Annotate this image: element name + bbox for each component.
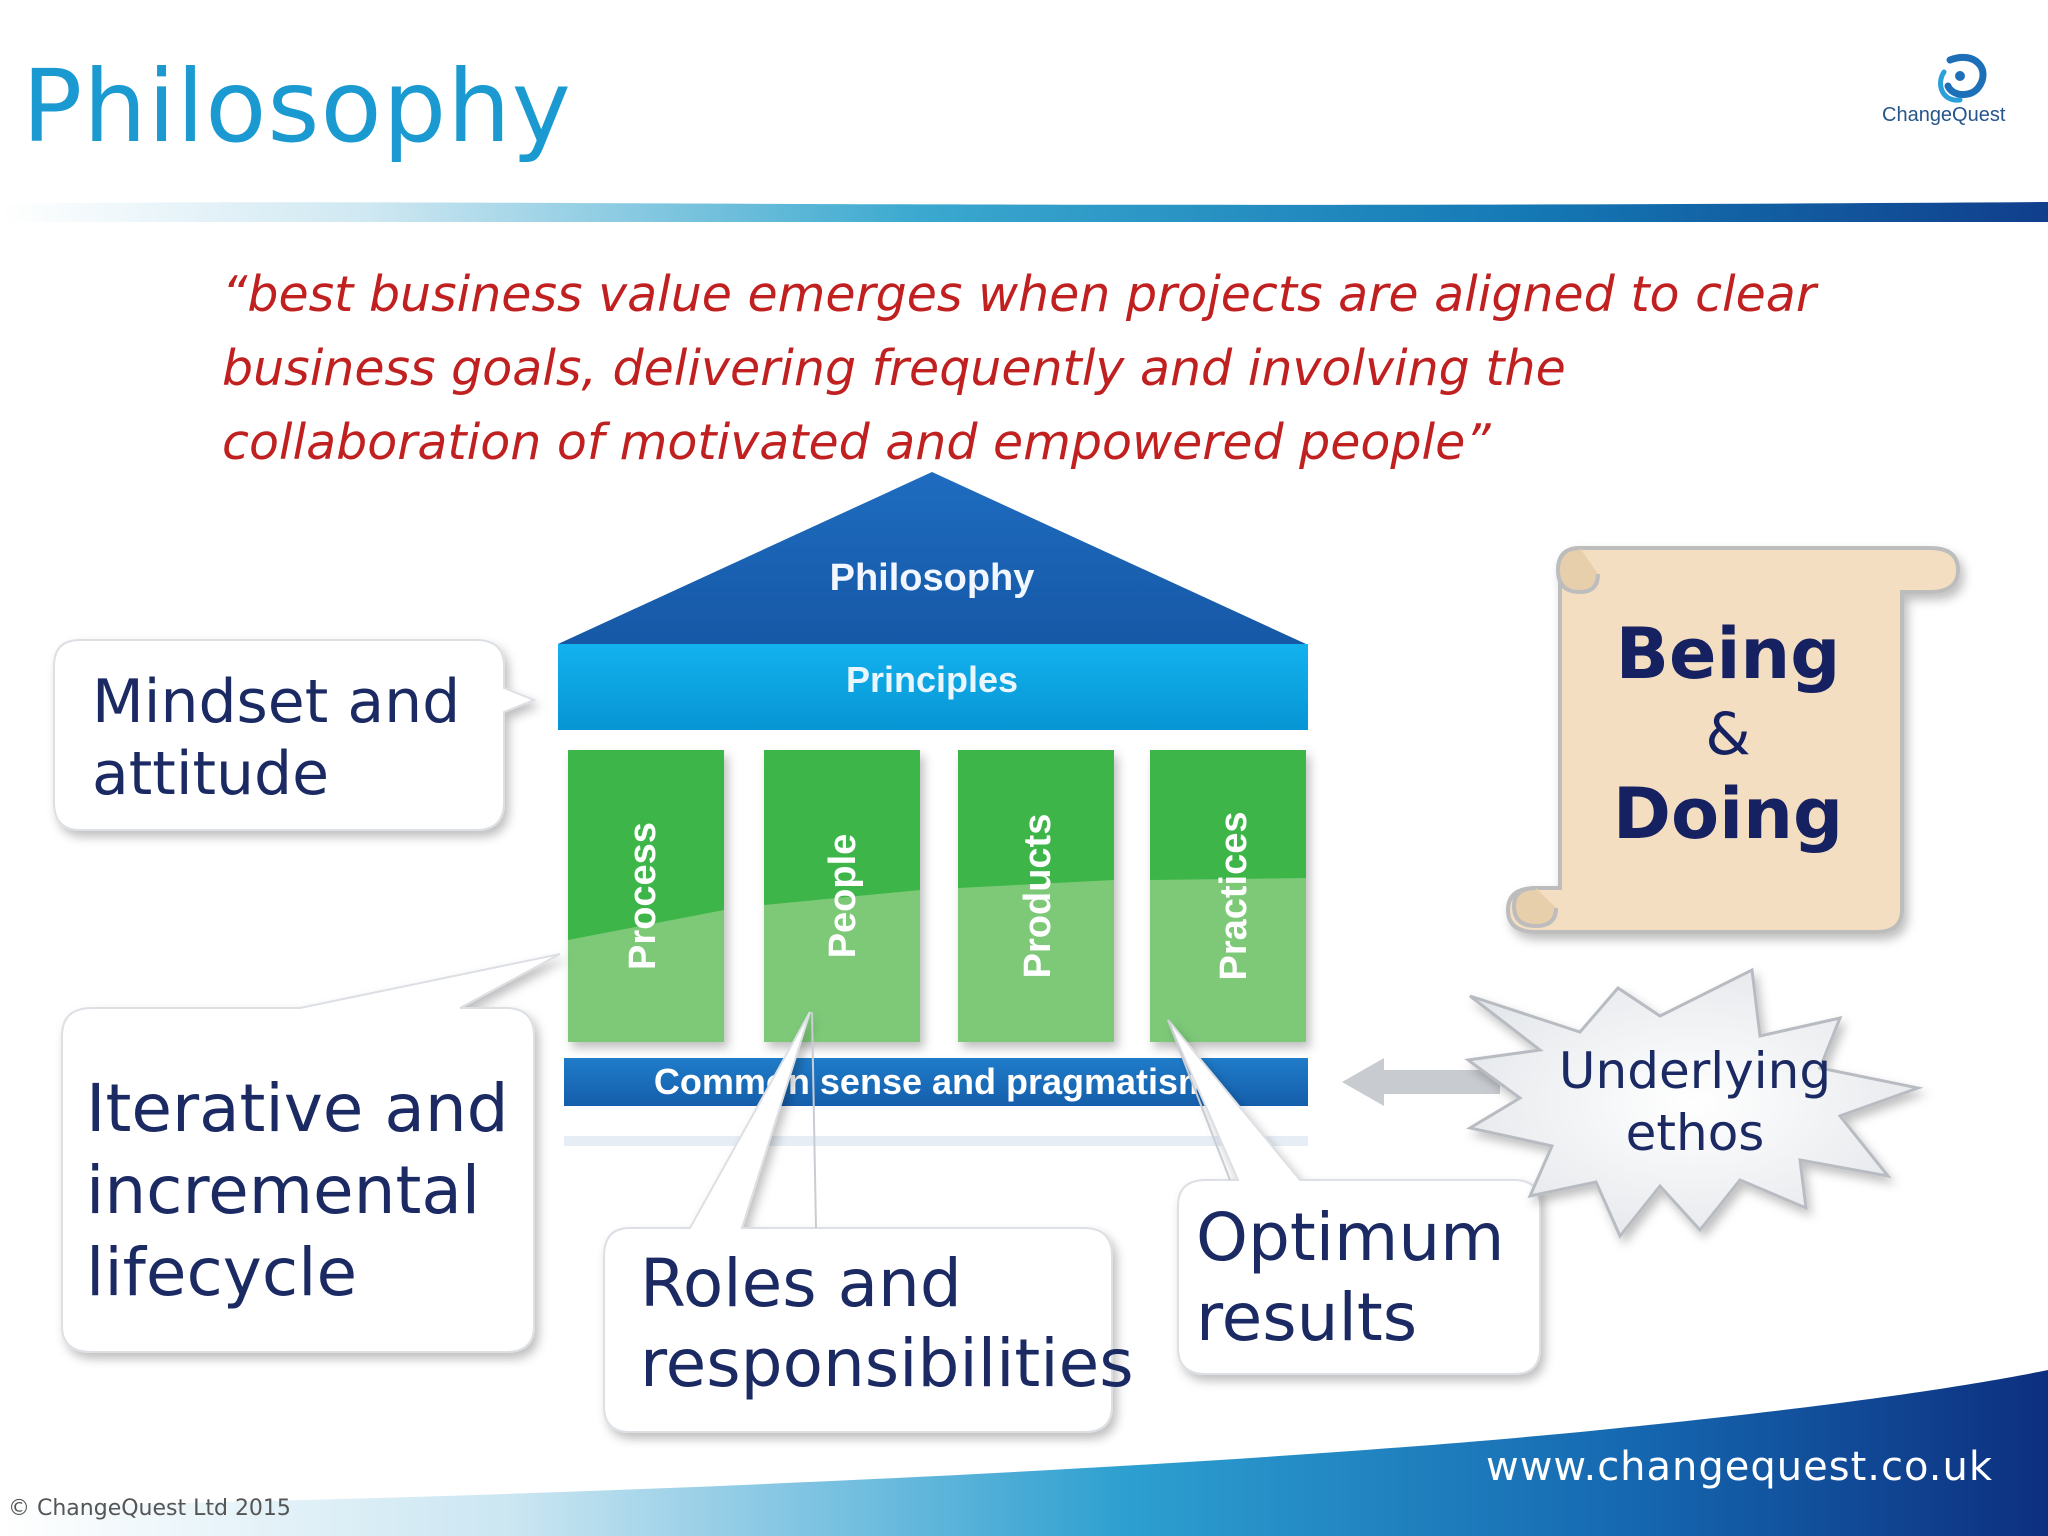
temple-beam — [558, 644, 1308, 730]
callout-mindset-bubble — [53, 639, 537, 831]
callout-roles-line1: Roles and — [640, 1245, 962, 1322]
swirl-logo-icon — [1938, 53, 1987, 103]
scroll-doing: Doing — [1612, 773, 1844, 855]
callout-optimum: Optimum results — [1196, 1198, 1504, 1358]
callout-iterative: Iterative and incremental lifecycle — [86, 1068, 509, 1314]
callout-iterative-line1: Iterative and — [86, 1070, 509, 1147]
pillar-label-products: Products — [1017, 814, 1059, 979]
temple-pillars — [568, 750, 1306, 1042]
pillar-label-people: People — [822, 834, 864, 959]
callout-roles-line2: responsibilities — [640, 1325, 1134, 1402]
callout-roles-bubble — [603, 1011, 1113, 1433]
pillar-label-practices: Practices — [1213, 811, 1255, 980]
callout-iterative-line2: incremental — [86, 1152, 481, 1229]
temple-foundation — [564, 1058, 1308, 1106]
callout-optimum-line1: Optimum — [1196, 1199, 1505, 1276]
starburst-line1: Underlying — [1558, 1042, 1832, 1100]
callout-iterative-line3: lifecycle — [86, 1234, 358, 1311]
starburst-text: Underlying ethos — [1540, 1040, 1850, 1164]
beam-label: Principles — [846, 659, 1018, 700]
pillar-label-process: Process — [622, 822, 664, 970]
logo-wordmark: ChangeQuest — [1882, 104, 2006, 126]
foundation-label: Common sense and pragmatism — [654, 1061, 1210, 1102]
pillar-practices — [1150, 750, 1306, 1042]
temple-roof — [558, 472, 1306, 644]
philosophy-quote: “best business value emerges when projec… — [222, 266, 1816, 471]
changequest-logo — [1938, 53, 1987, 103]
ethos-arrow — [1342, 1058, 1500, 1106]
callout-optimum-bubble — [1167, 1019, 1541, 1375]
scroll-being: Being — [1615, 613, 1841, 695]
ethos-starburst — [1464, 967, 1924, 1239]
starburst-line2: ethos — [1625, 1104, 1765, 1162]
pillar-people — [764, 750, 920, 1042]
page-title: Philosophy — [22, 48, 572, 165]
copyright-notice: © ChangeQuest Ltd 2015 — [8, 1496, 291, 1521]
temple-diagram — [558, 472, 1308, 1146]
being-doing-scroll — [1505, 546, 1961, 934]
scroll-text: Being & Doing — [1570, 612, 1886, 856]
footer-wave — [0, 1370, 2048, 1536]
callout-mindset-line2: attitude — [92, 739, 330, 809]
header-divider-band — [0, 202, 2048, 222]
callout-mindset-line1: Mindset and — [92, 667, 461, 737]
scroll-ampersand: & — [1705, 700, 1751, 768]
pillar-process — [568, 750, 724, 1042]
callout-roles: Roles and responsibilities — [640, 1244, 1134, 1404]
website-link[interactable]: www.changequest.co.uk — [1486, 1444, 1993, 1490]
callout-iterative-bubble — [61, 953, 561, 1353]
callout-optimum-line2: results — [1196, 1279, 1418, 1356]
callout-mindset: Mindset and attitude — [92, 666, 460, 810]
roof-label: Philosophy — [830, 557, 1035, 599]
pillar-products — [958, 750, 1114, 1042]
